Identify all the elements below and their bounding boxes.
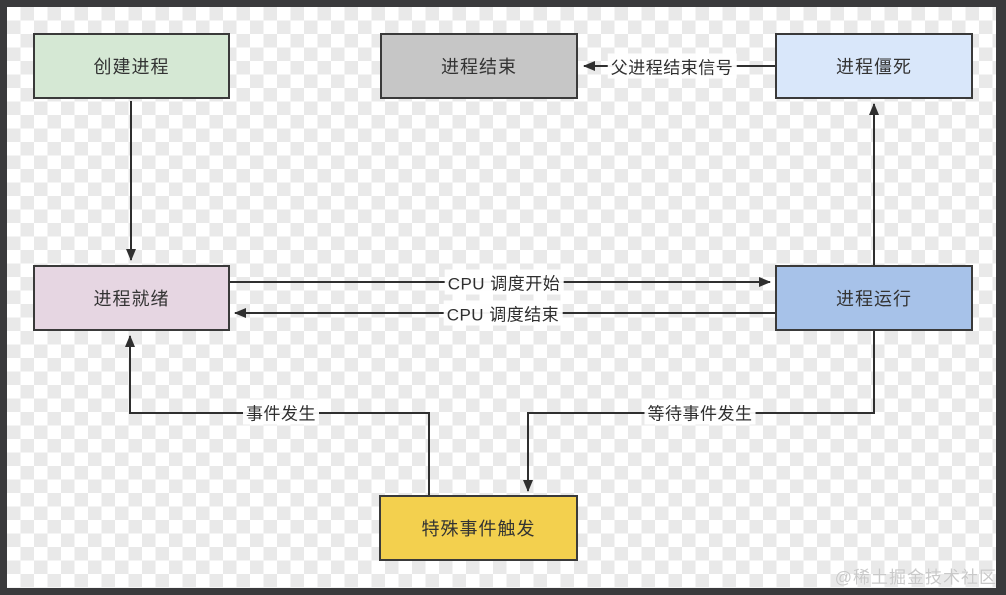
edge-label-cpu-schedule-start: CPU 调度开始: [444, 269, 564, 295]
juejin-watermark: @稀土掘金技术社区: [834, 568, 997, 587]
node-process-zombie-label: 进程僵死: [836, 57, 912, 77]
edge-label-event-occurred: 事件发生: [243, 399, 319, 425]
node-create-process-label: 创建进程: [93, 57, 170, 77]
edge-label-wait-for-event: 等待事件发生: [644, 399, 756, 425]
edge-label-parent-exit-signal: 父进程结束信号: [607, 53, 737, 79]
node-process-running-label: 进程运行: [836, 289, 912, 309]
node-create-process: 创建进程: [33, 33, 230, 99]
node-process-running: 进程运行: [775, 265, 973, 331]
node-process-zombie: 进程僵死: [775, 33, 973, 99]
node-process-terminated: 进程结束: [380, 33, 578, 99]
edge-label-cpu-schedule-end: CPU 调度结束: [443, 300, 563, 326]
node-process-terminated-label: 进程结束: [441, 57, 517, 77]
node-special-event-trigger-label: 特殊事件触发: [421, 519, 536, 539]
node-special-event-trigger: 特殊事件触发: [379, 495, 578, 561]
node-process-ready-label: 进程就绪: [93, 289, 170, 309]
node-process-ready: 进程就绪: [33, 265, 230, 331]
